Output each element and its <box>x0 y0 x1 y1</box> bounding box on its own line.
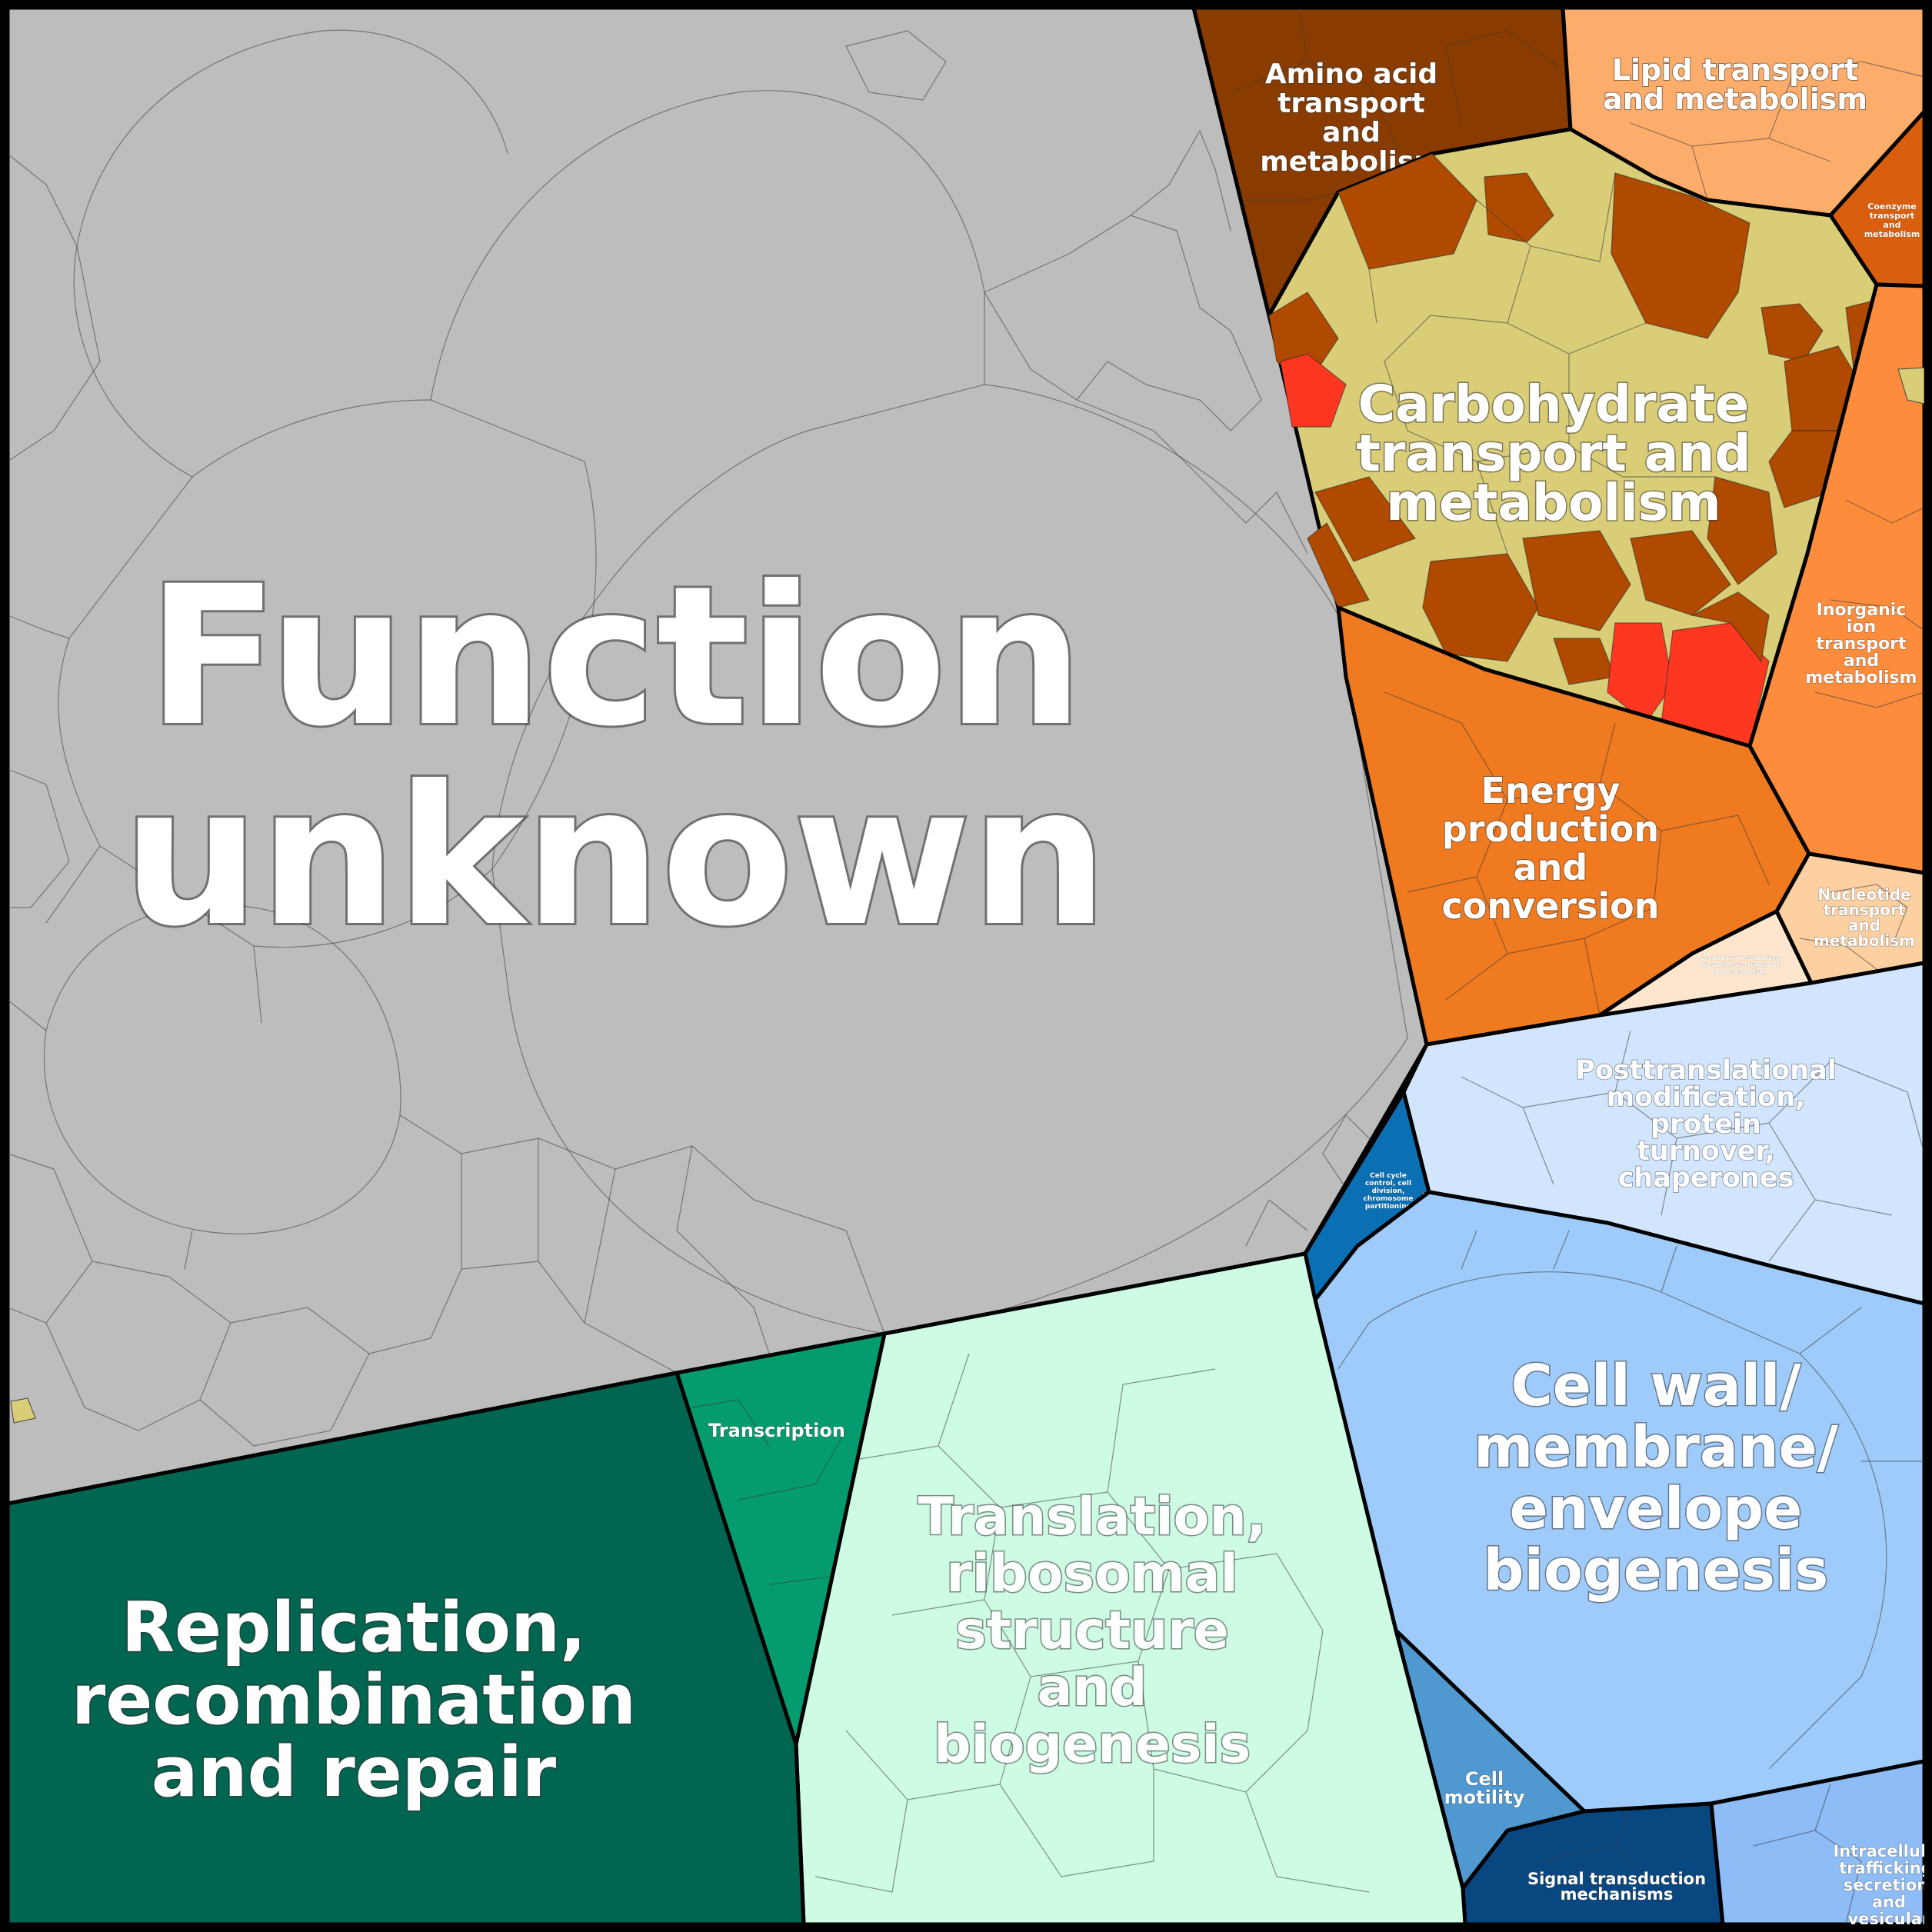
label-line: Transcription <box>708 1420 845 1441</box>
label-line: Replication, <box>122 1587 587 1668</box>
label-line: structure <box>955 1601 1229 1661</box>
label-line: Signal transduction <box>1527 1870 1706 1888</box>
label-line: ribosomal <box>946 1544 1237 1604</box>
label-line: and <box>1322 117 1381 148</box>
label-line: metabolism <box>1814 931 1915 950</box>
label-line: transport <box>1277 88 1425 119</box>
label-line: secretion, <box>1844 1876 1932 1894</box>
label-line: Carbohydrate <box>1358 375 1750 434</box>
label-line: ion <box>1847 618 1876 637</box>
label-line: Posttranslational <box>1575 1055 1837 1086</box>
label-line: Cell wall/ <box>1511 1353 1801 1419</box>
label-line: Translation, <box>918 1487 1266 1547</box>
label-line: Amino acid <box>1265 58 1437 90</box>
label-transcription: Transcription <box>708 1420 845 1441</box>
cells-carbohydrate <box>1268 153 1877 747</box>
label-line: mechanisms <box>1561 1885 1674 1904</box>
label-line: Intracellular <box>1833 1842 1932 1860</box>
label-line: and <box>1883 220 1900 230</box>
cells-function-unknown <box>7 29 1408 1447</box>
label-line: and <box>1038 1657 1148 1718</box>
label-line: metabolism <box>1386 473 1721 532</box>
label-line: trafficking, <box>1839 1859 1932 1877</box>
region-transcription[interactable]: Transcription <box>675 1331 887 1747</box>
label-line: transport <box>1870 211 1915 221</box>
label-line: biogenesis <box>934 1714 1251 1775</box>
label-line: protein <box>1651 1109 1761 1140</box>
label-line: and repair <box>152 1732 557 1813</box>
label-line: Secondary metabolites <box>1700 954 1780 961</box>
label-line: Nucleotide <box>1817 885 1910 904</box>
label-line: and metabolism <box>1603 82 1867 116</box>
label-line: motility <box>1444 1787 1525 1808</box>
label-line: metabolism <box>1805 668 1917 688</box>
label-line: chromosome <box>1364 1195 1414 1203</box>
label-line: and <box>1844 651 1879 671</box>
label-line: and <box>1514 847 1588 888</box>
label-line: chaperones <box>1618 1163 1794 1194</box>
label-line: transport and <box>1356 424 1750 483</box>
label-line: Energy <box>1481 770 1621 811</box>
label-line: transport <box>1824 901 1906 919</box>
label-line: Cell <box>1465 1768 1504 1790</box>
label-line: unknown <box>123 744 1108 968</box>
label-intracellular: Intracellulartrafficking,secretion,andve… <box>1833 1842 1932 1932</box>
label-line: membrane/ <box>1474 1414 1839 1481</box>
label-line: turnover, <box>1637 1136 1775 1167</box>
label-line: and catabolism <box>1714 968 1767 975</box>
label-line: Coenzyme <box>1867 202 1916 212</box>
label-line: Cell cycle <box>1370 1172 1407 1180</box>
label-line: metabolism <box>1864 229 1920 239</box>
label-line: transport <box>1816 635 1907 654</box>
label-line: Lipid transport <box>1612 53 1858 87</box>
label-line: conversion <box>1442 885 1660 927</box>
label-line: division, <box>1372 1188 1405 1195</box>
label-line: modification, <box>1607 1082 1806 1113</box>
cell-carbohydrate-stray <box>10 1397 36 1424</box>
label-line: production <box>1442 808 1659 850</box>
label-line: and <box>1872 1893 1906 1911</box>
label-line: partitioning <box>1365 1203 1411 1211</box>
label-line: biosynthesis, transport <box>1699 961 1780 968</box>
label-line: and <box>1848 916 1880 934</box>
label-line: Function <box>147 545 1083 768</box>
label-line: biogenesis <box>1484 1537 1829 1604</box>
label-line: recombination <box>72 1660 636 1740</box>
label-line: Inorganic <box>1817 601 1907 620</box>
label-line: control, cell <box>1365 1180 1411 1188</box>
label-line: envelope <box>1510 1476 1803 1542</box>
